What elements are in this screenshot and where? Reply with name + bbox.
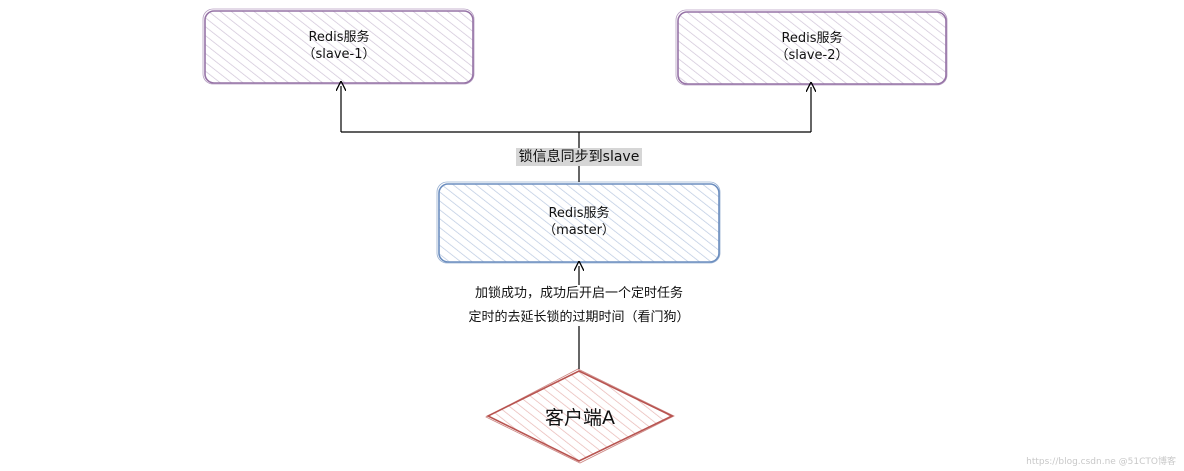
slave-1-label: Redis服务 （slave-1） [205, 29, 473, 63]
lock-label-line-2: 定时的去延长锁的过期时间（看门狗） [468, 310, 690, 325]
slave-1-node [202, 8, 475, 85]
slave-2-label: Redis服务 （slave-2） [678, 30, 946, 64]
slave-2-title: Redis服务 [781, 31, 843, 46]
client-node [485, 368, 675, 464]
master-label: Redis服务 （master） [439, 205, 719, 239]
master-subtitle: （master） [543, 223, 615, 238]
sync-connector [341, 86, 811, 182]
sync-label-wrapper: 锁信息同步到slave [479, 146, 679, 166]
slave-1-subtitle: （slave-1） [302, 47, 376, 62]
slave-2-subtitle: （slave-2） [775, 48, 849, 63]
master-title: Redis服务 [548, 206, 610, 221]
slave-1-title: Redis服务 [308, 30, 370, 45]
lock-label-line-1: 加锁成功，成功后开启一个定时任务 [474, 286, 683, 301]
sync-label: 锁信息同步到slave [515, 148, 643, 166]
client-label: 客户端A [545, 407, 615, 429]
lock-label: 加锁成功，成功后开启一个定时任务 定时的去延长锁的过期时间（看门狗） [429, 285, 729, 326]
watermark: https://blog.csdn.ne @51CTO博客 [1026, 457, 1176, 467]
